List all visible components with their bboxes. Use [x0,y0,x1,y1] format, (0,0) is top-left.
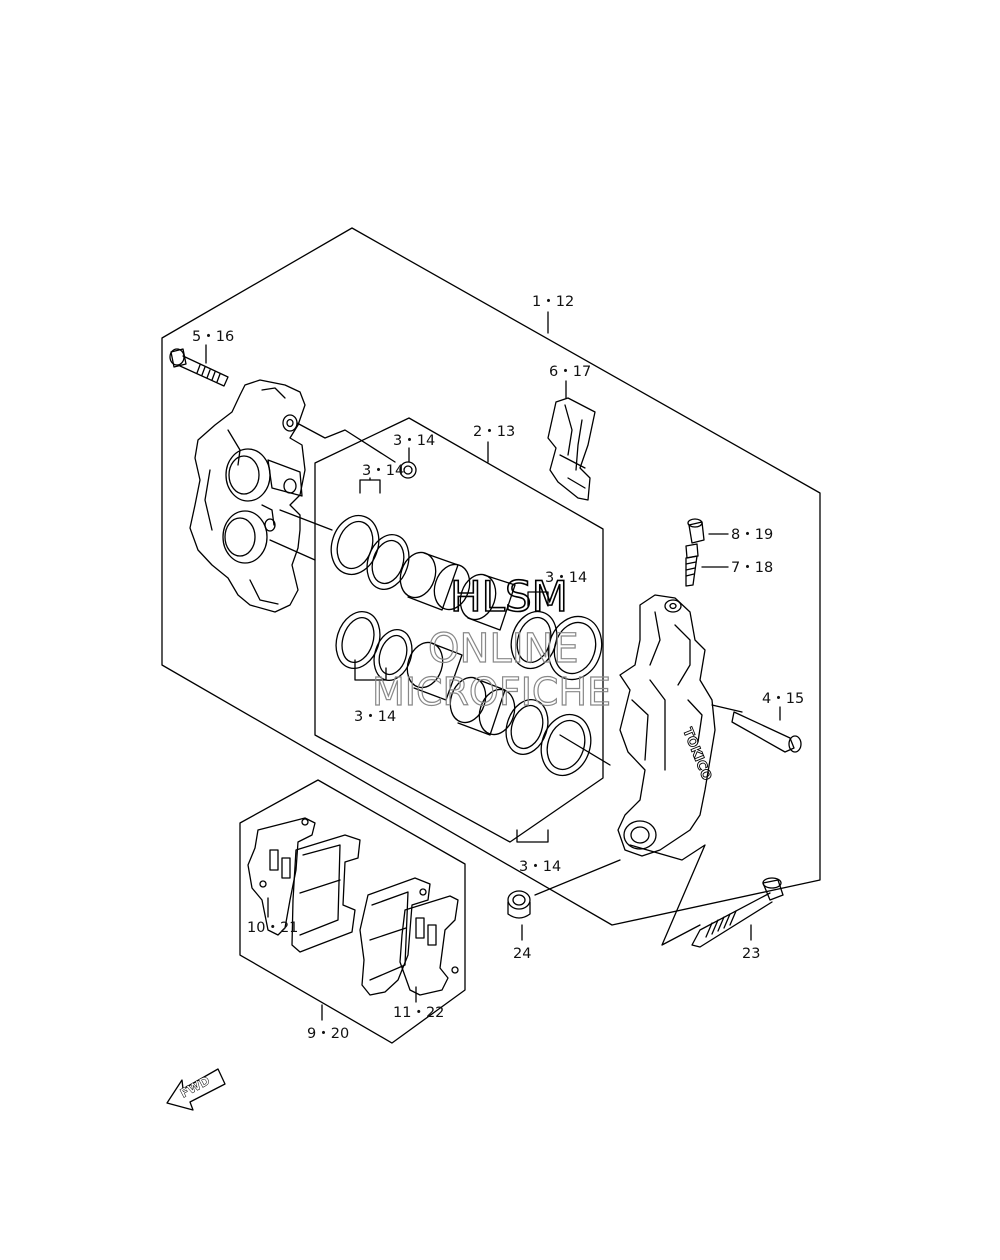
label-5-16: 5・16 [192,329,234,345]
label-3-14-b: 3・14 [362,463,404,479]
lower-piston-front [406,641,463,701]
leader-3-14-e [516,829,549,843]
left-caliper-half [189,379,306,613]
upper-piston-front [399,551,471,611]
label-11-22: 11・22 [393,1005,444,1021]
label-23: 23 [742,946,760,962]
lower-seals [335,611,413,681]
fwd-arrow-icon [166,1068,226,1111]
label-7-18: 7・18 [731,560,773,576]
label-3-14-c: 3・14 [545,570,587,586]
brake-pad-left [291,834,361,953]
lower-piston-rear [449,676,516,736]
right-upper-seals [510,610,603,681]
align-line-rear [559,734,611,766]
upper-piston-rear [459,573,516,631]
pad-set-border [239,779,466,1044]
watermark-line1: HLSM [450,572,568,621]
align-line-mid [279,509,333,531]
label-6-17: 6・17 [549,364,591,380]
washer-3-14 [399,461,417,479]
label-2-13: 2・13 [473,424,515,440]
label-10-21: 10・21 [247,920,298,936]
align-line-low [269,539,316,561]
label-3-14-a: 3・14 [393,433,435,449]
brake-pad-right [359,877,431,996]
pad-shim-10-21 [247,817,316,936]
pad-pin-4-15 [731,711,802,753]
bleeder-cap-8-19 [687,518,705,544]
sleeve-24 [507,890,531,919]
upper-seals [330,514,410,590]
align-line-sleeve [534,859,621,896]
label-4-15: 4・15 [762,691,804,707]
right-caliper-half [617,594,716,857]
fwd-label: FWD [178,1074,212,1101]
pad-shim-11-22 [399,888,459,996]
label-8-19: 8・19 [731,527,773,543]
bridge-bolt-5-16 [169,348,229,387]
label-1-12: 1・12 [532,294,574,310]
align-line-pin [711,704,743,713]
mounting-bolt-23 [691,877,784,948]
assembly-border [161,227,821,926]
align-line-top [296,422,396,463]
bleeder-valve-7-18 [685,543,699,587]
label-3-14-d: 3・14 [354,709,396,725]
align-line-bolt [629,844,706,946]
label-3-14-e: 3・14 [519,859,561,875]
leader-3-14-b [359,479,381,494]
watermark-line3: MICROFICHE [372,670,611,714]
label-24: 24 [513,946,531,962]
watermark-line2: ONLINE [428,626,579,672]
label-9-20: 9・20 [307,1026,349,1042]
caliper-brand: TOKICO [679,726,714,783]
right-lower-seals [505,699,592,777]
pad-spring-6-17 [547,397,596,501]
seal-kit-border [314,417,604,843]
leader-3-14-c [527,591,549,607]
